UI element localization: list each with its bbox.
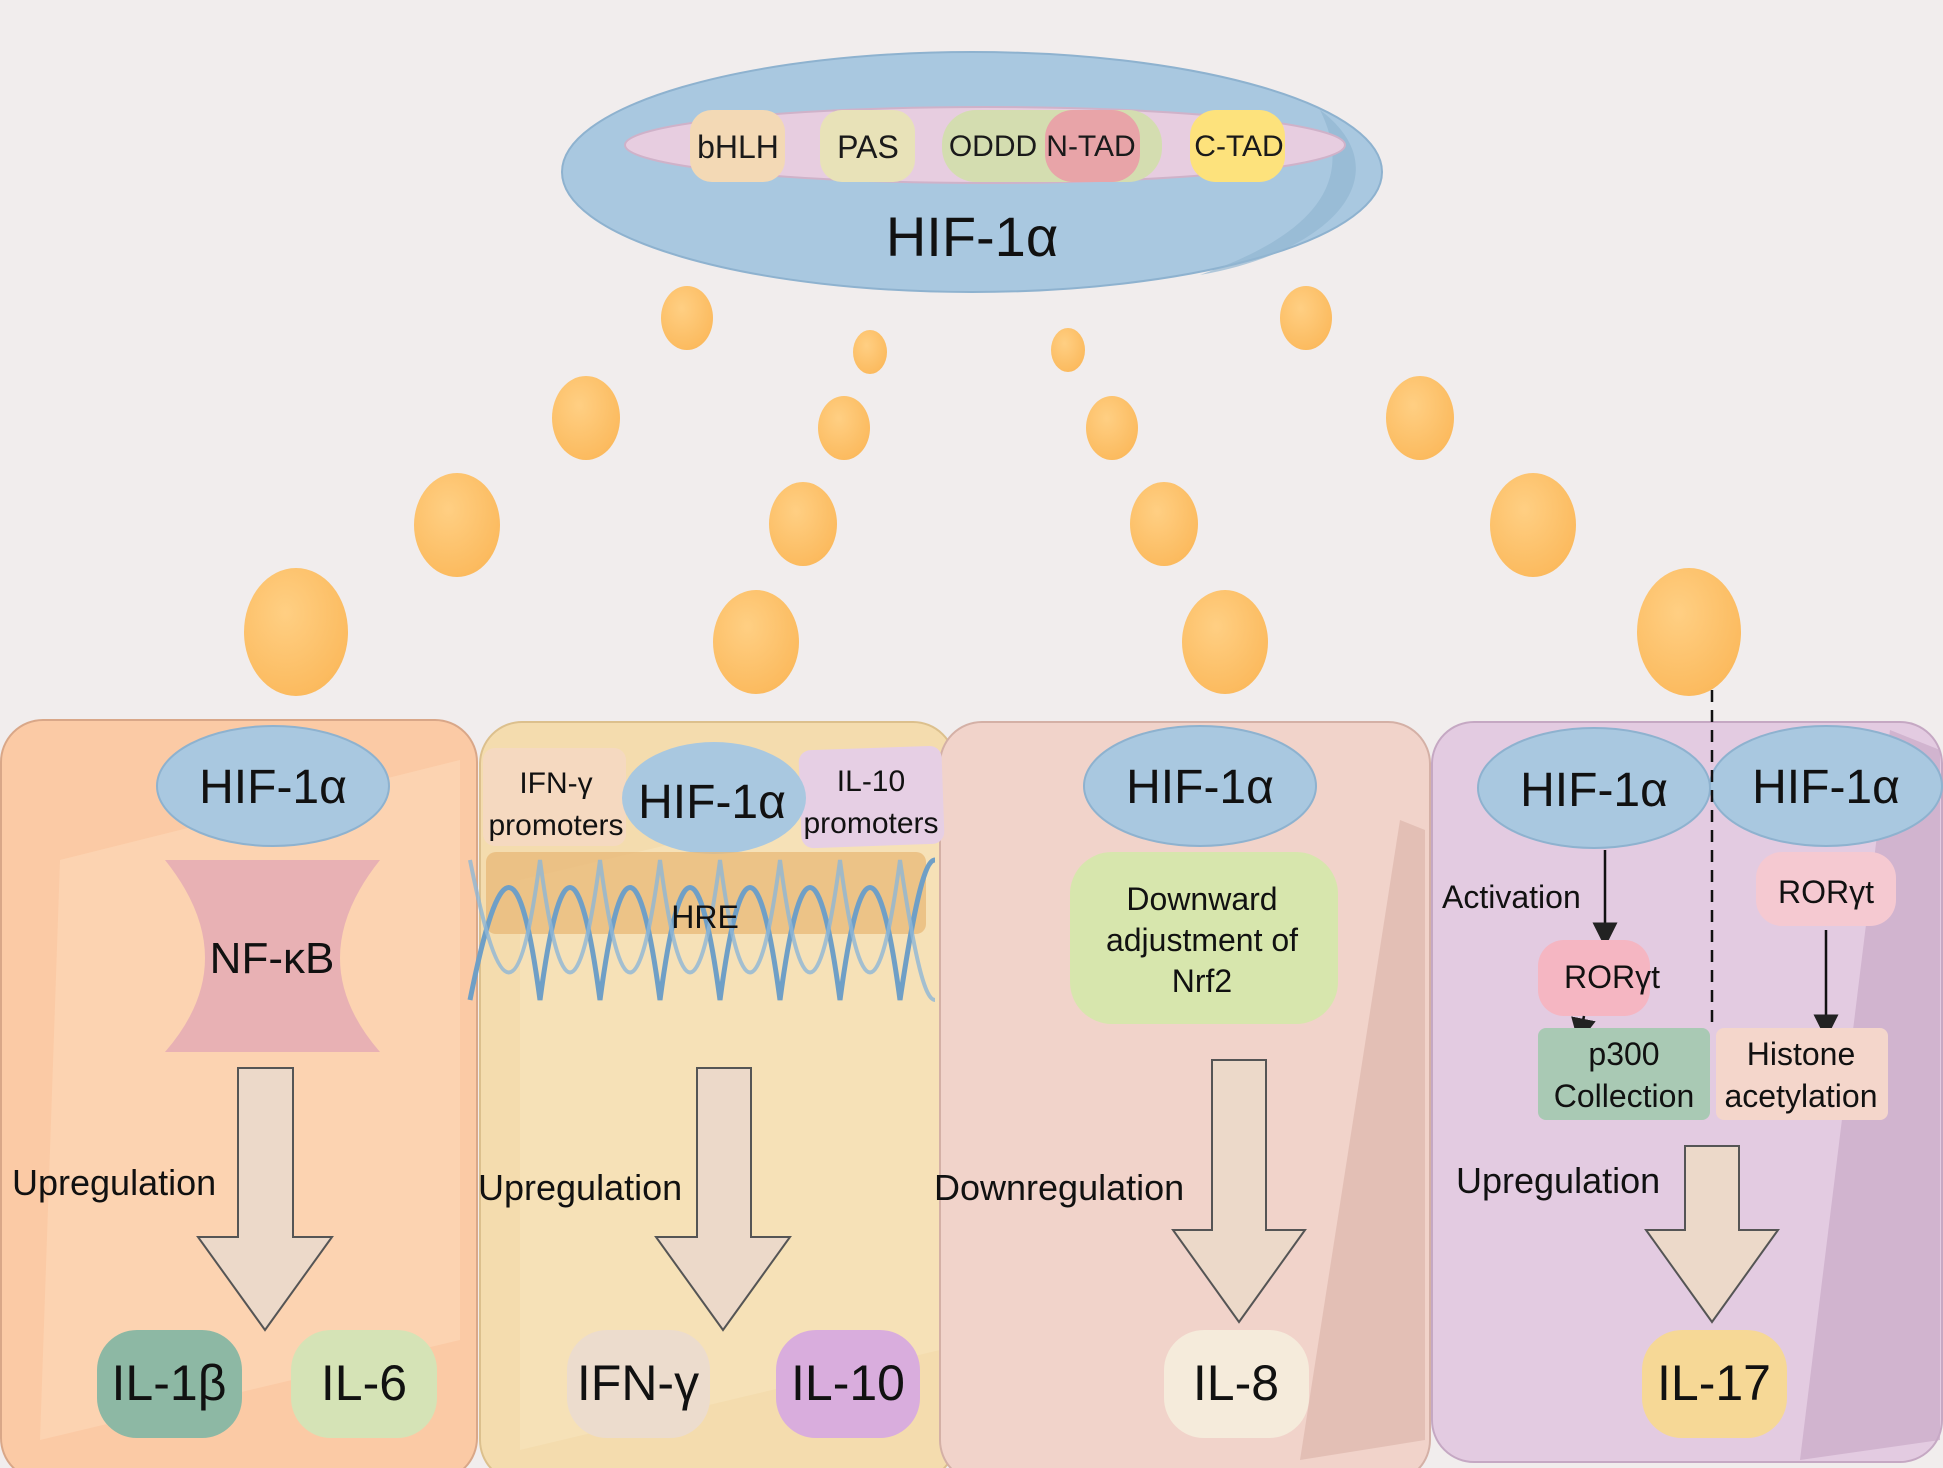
nf-kb-shape: [165, 860, 380, 1052]
trail-dot: [552, 376, 620, 460]
trail-dot: [661, 286, 713, 350]
p300-line2: Collection: [1554, 1078, 1695, 1114]
promoter-right-box: [798, 745, 945, 849]
panel-2-content: HIF-1α IFN-γ promoters IL-10 promoters H…: [467, 742, 945, 1438]
ror-right-box: [1756, 852, 1896, 926]
promoter-left-line1: IFN-γ: [519, 767, 592, 800]
trail-dot: [1386, 376, 1454, 460]
panel-3-content: HIF-1α Downward adjustment of Nrf2 Downr…: [934, 725, 1338, 1438]
hif-1a-protein: bHLH PAS ODDD N-TAD C-TAD HIF-1α: [561, 51, 1383, 293]
output-il-17: [1642, 1330, 1787, 1438]
trail-dot: [1490, 473, 1576, 577]
panel-4-content: HIF-1α HIF-1α Activation RORγt p300 Coll…: [1442, 690, 1943, 1438]
histone-line1: Histone: [1747, 1036, 1856, 1072]
output-il-17-label: IL-17: [1657, 1355, 1771, 1411]
top-title: HIF-1α: [886, 205, 1058, 268]
panel-2-hif-ellipse: [622, 742, 806, 854]
output-il-6: [291, 1330, 437, 1438]
promoter-left-box: [483, 748, 626, 846]
dna-helix: [467, 852, 936, 1002]
nrf2-line1: Downward: [1126, 881, 1277, 917]
panel-2-down-arrow: [654, 1067, 792, 1332]
panel-1-down-arrow: [196, 1067, 334, 1332]
panel-3-down-arrow: [1171, 1059, 1307, 1324]
ror-right-label: RORγt: [1778, 874, 1874, 910]
trail-dot: [1280, 286, 1332, 350]
output-ifn-g: [567, 1330, 710, 1438]
output-ifn-g-label: IFN-γ: [577, 1355, 699, 1411]
output-il-1b-label: IL-1β: [112, 1355, 227, 1411]
domain-n-tad-label: N-TAD: [1046, 130, 1135, 163]
domain-oddd-label: ODDD: [949, 130, 1037, 163]
trail-dot: [853, 330, 887, 374]
nrf2-box: [1070, 852, 1338, 1024]
histone-box: [1716, 1028, 1888, 1120]
p300-line1: p300: [1588, 1036, 1659, 1072]
trail-dot: [769, 482, 837, 566]
activation-label: Activation: [1442, 879, 1581, 915]
output-il-10-label: IL-10: [791, 1355, 905, 1411]
output-il-10: [776, 1330, 920, 1438]
panel-4-hif-left-label: HIF-1α: [1520, 764, 1668, 817]
ror-left-label: RORγt: [1564, 959, 1660, 995]
nrf2-line3: Nrf2: [1172, 963, 1232, 999]
trail-dot: [713, 590, 799, 694]
trail-dot: [244, 568, 348, 696]
promoter-right-line1: IL-10: [837, 765, 905, 798]
panel-2-effect-label: Upregulation: [478, 1167, 682, 1208]
domain-pas: [820, 110, 915, 182]
panel-4-hif-right-ellipse: [1709, 725, 1943, 847]
output-il-8: [1164, 1330, 1309, 1438]
panel-4-effect-label: Upregulation: [1456, 1160, 1660, 1201]
panel-3-hif-label: HIF-1α: [1126, 761, 1274, 814]
trail-dot: [414, 473, 500, 577]
panel-4-hif-right-label: HIF-1α: [1752, 761, 1900, 814]
nf-kb-label: NF-κB: [210, 934, 335, 983]
promoter-left-line2: promoters: [488, 809, 623, 842]
panel-3-hif-ellipse: [1083, 725, 1317, 847]
histone-line2: acetylation: [1725, 1078, 1878, 1114]
ror-left-box: [1538, 940, 1650, 1016]
domain-c-tad-label: C-TAD: [1194, 130, 1283, 163]
trail-dot: [1051, 328, 1085, 372]
domain-n-tad: [1045, 110, 1140, 182]
domain-pas-label: PAS: [837, 129, 899, 165]
dot-trails: [244, 286, 1741, 696]
output-il-8-label: IL-8: [1193, 1355, 1279, 1411]
panel-4-down-arrow: [1644, 1145, 1780, 1324]
panel-1-content: HIF-1α NF-κB Upregulation IL-1β IL-6: [12, 725, 437, 1438]
domain-c-tad: [1190, 110, 1285, 182]
trail-dot: [1130, 482, 1198, 566]
panel-1-effect-label: Upregulation: [12, 1162, 216, 1203]
panel-1-hif-ellipse: [156, 725, 390, 847]
trail-dot: [1086, 396, 1138, 460]
trail-dot: [1182, 590, 1268, 694]
panel-1-hif-label: HIF-1α: [199, 761, 347, 814]
trail-dot: [1637, 568, 1741, 696]
promoter-right-line2: promoters: [803, 807, 938, 840]
output-il-1b: [97, 1330, 242, 1438]
panel-2-hif-label: HIF-1α: [638, 776, 786, 829]
domain-bhlh-label: bHLH: [697, 129, 779, 165]
trail-dot: [818, 396, 870, 460]
domain-bhlh: [690, 110, 785, 182]
hre-label: HRE: [671, 899, 739, 935]
output-il-6-label: IL-6: [321, 1355, 407, 1411]
panel-3-effect-label: Downregulation: [934, 1167, 1184, 1208]
nrf2-line2: adjustment of: [1106, 922, 1298, 958]
p300-box: [1538, 1028, 1710, 1120]
